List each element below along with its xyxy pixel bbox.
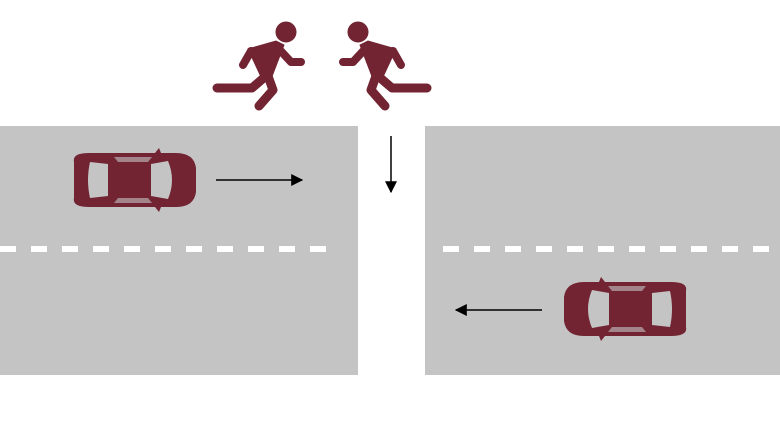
lane-dash — [443, 246, 459, 252]
lane-dash — [629, 246, 645, 252]
crosswalk-edge-right — [419, 126, 425, 375]
lane-dash — [474, 246, 490, 252]
zebra-stripe — [364, 331, 419, 345]
lane-dash — [722, 246, 738, 252]
zebra-stripe — [364, 273, 419, 287]
running-person-icon — [343, 22, 427, 106]
lane-dash — [279, 246, 295, 252]
lane-dash — [186, 246, 202, 252]
lane-dash — [155, 246, 171, 252]
lane-divider-left — [0, 246, 326, 252]
lane-dash — [660, 246, 676, 252]
lane-dash — [505, 246, 521, 252]
lane-dash — [217, 246, 233, 252]
zebra-stripe — [364, 128, 419, 142]
car-icon — [73, 148, 196, 212]
lane-dash — [691, 246, 707, 252]
lane-dash — [0, 246, 16, 252]
zebra-stripe — [364, 244, 419, 258]
lane-divider-right — [443, 246, 769, 252]
lane-dash — [536, 246, 552, 252]
lane-dash — [31, 246, 47, 252]
crosswalk-edge-left — [358, 126, 364, 375]
lane-dash — [753, 246, 769, 252]
zebra-stripe — [364, 302, 419, 316]
lane-dash — [567, 246, 583, 252]
lane-dash — [310, 246, 326, 252]
zebra-stripe — [364, 360, 419, 374]
lane-dash — [248, 246, 264, 252]
car-icon — [564, 277, 687, 341]
lane-dash — [124, 246, 140, 252]
lane-dash — [598, 246, 614, 252]
running-person-icon — [217, 22, 301, 106]
lane-dash — [93, 246, 109, 252]
lane-dash — [62, 246, 78, 252]
zebra-stripe — [364, 215, 419, 229]
